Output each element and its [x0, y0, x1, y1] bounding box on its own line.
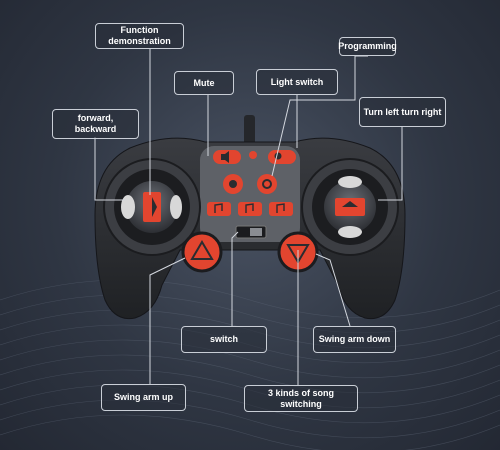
- light-switch-label: Light switch: [256, 69, 338, 95]
- right-stick-notch: [338, 176, 362, 188]
- mute-icon: [221, 151, 229, 163]
- swing-arm-up-label: Swing arm up: [101, 384, 186, 411]
- switch-label: switch: [181, 326, 267, 353]
- song-button-2[interactable]: [238, 202, 262, 216]
- leader-lines: [94, 48, 403, 385]
- power-led: [249, 151, 257, 159]
- left-stick-notch: [121, 195, 135, 219]
- song-icon: [245, 203, 254, 213]
- direction-icon: [152, 197, 157, 217]
- mute-label: Mute: [174, 71, 234, 95]
- song-switching-label: 3 kinds of song switching: [244, 385, 358, 412]
- program-icon: [262, 179, 272, 189]
- demo-icon: [229, 180, 237, 188]
- forward-backward-label: forward, backward: [52, 109, 139, 139]
- song-button-1[interactable]: [207, 202, 231, 216]
- light-switch-button[interactable]: [268, 150, 296, 164]
- song-button-3[interactable]: [269, 202, 293, 216]
- programming-button[interactable]: [257, 174, 277, 194]
- function-demonstration-label: Function demonstration: [95, 23, 184, 49]
- triangle-icon: [190, 240, 214, 260]
- right-stick-notch: [338, 226, 362, 238]
- direction-icon: [342, 201, 358, 207]
- left-stick-notch: [170, 195, 182, 219]
- programming-label: Programming: [338, 37, 397, 56]
- song-icon: [276, 203, 285, 213]
- triangle-icon: [286, 244, 310, 264]
- swing-arm-down-label: Swing arm down: [313, 326, 396, 353]
- center-panel: [200, 146, 300, 242]
- song-icon: [214, 203, 223, 213]
- mesh-background: [0, 279, 500, 450]
- switch-knob: [250, 228, 262, 236]
- turn-left-turn-right-label: Turn left turn right: [359, 97, 446, 127]
- swing-arm-up-button[interactable]: [181, 231, 223, 273]
- light-icon: [274, 152, 282, 160]
